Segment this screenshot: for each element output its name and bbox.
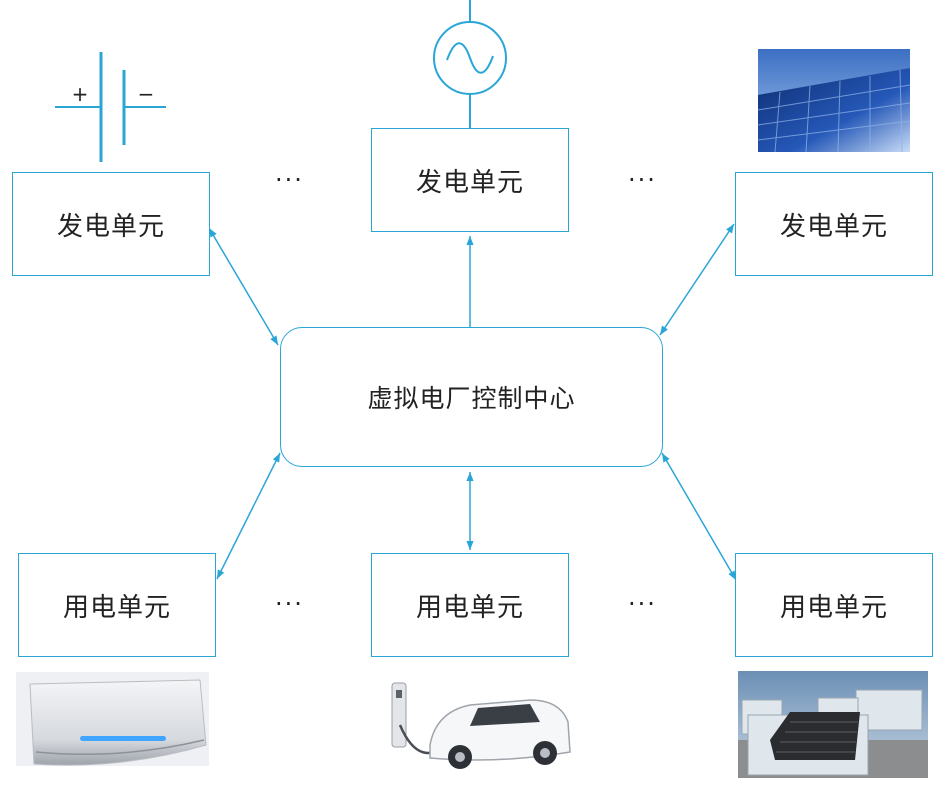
consumption-unit-label: 用电单元 (415, 592, 524, 623)
generation-unit-box-top[interactable]: 发电单元 (371, 128, 569, 232)
link-center-to-gen-left (208, 227, 279, 346)
generation-unit-box-right[interactable]: 发电单元 (735, 172, 933, 276)
battery-plus-sign: + (72, 82, 89, 106)
generation-unit-label: 发电单元 (56, 211, 165, 242)
control-center-label: 虚拟电厂控制中心 (367, 384, 576, 413)
link-center-to-use-left (216, 452, 281, 580)
solar-panel-photo (757, 49, 911, 153)
generation-unit-label: 发电单元 (415, 167, 524, 198)
ellipsis-bottom-left: ··· (275, 590, 304, 618)
battery-minus-sign: − (138, 82, 155, 106)
battery-symbol-icon (55, 52, 166, 162)
ellipsis-top-left: ··· (275, 166, 304, 194)
ellipsis-top-right: ··· (628, 166, 657, 194)
link-center-to-gen-right (659, 223, 735, 336)
consumption-unit-box-right[interactable]: 用电单元 (735, 553, 933, 657)
consumption-unit-label: 用电单元 (779, 592, 888, 623)
electric-car-charging-photo (391, 682, 571, 769)
consumption-unit-label: 用电单元 (62, 592, 171, 623)
generation-unit-label: 发电单元 (779, 211, 888, 242)
ellipsis-bottom-right: ··· (628, 590, 657, 618)
consumption-unit-box-middle[interactable]: 用电单元 (371, 553, 569, 657)
generation-unit-box-left[interactable]: 发电单元 (12, 172, 210, 276)
energy-storage-containers-photo (738, 671, 928, 778)
control-center-box[interactable]: 虚拟电厂控制中心 (280, 327, 663, 467)
ac-generator-symbol-icon (433, 0, 507, 128)
air-conditioner-photo (16, 672, 209, 766)
link-center-to-use-right (661, 452, 737, 581)
consumption-unit-box-left[interactable]: 用电单元 (18, 553, 216, 657)
